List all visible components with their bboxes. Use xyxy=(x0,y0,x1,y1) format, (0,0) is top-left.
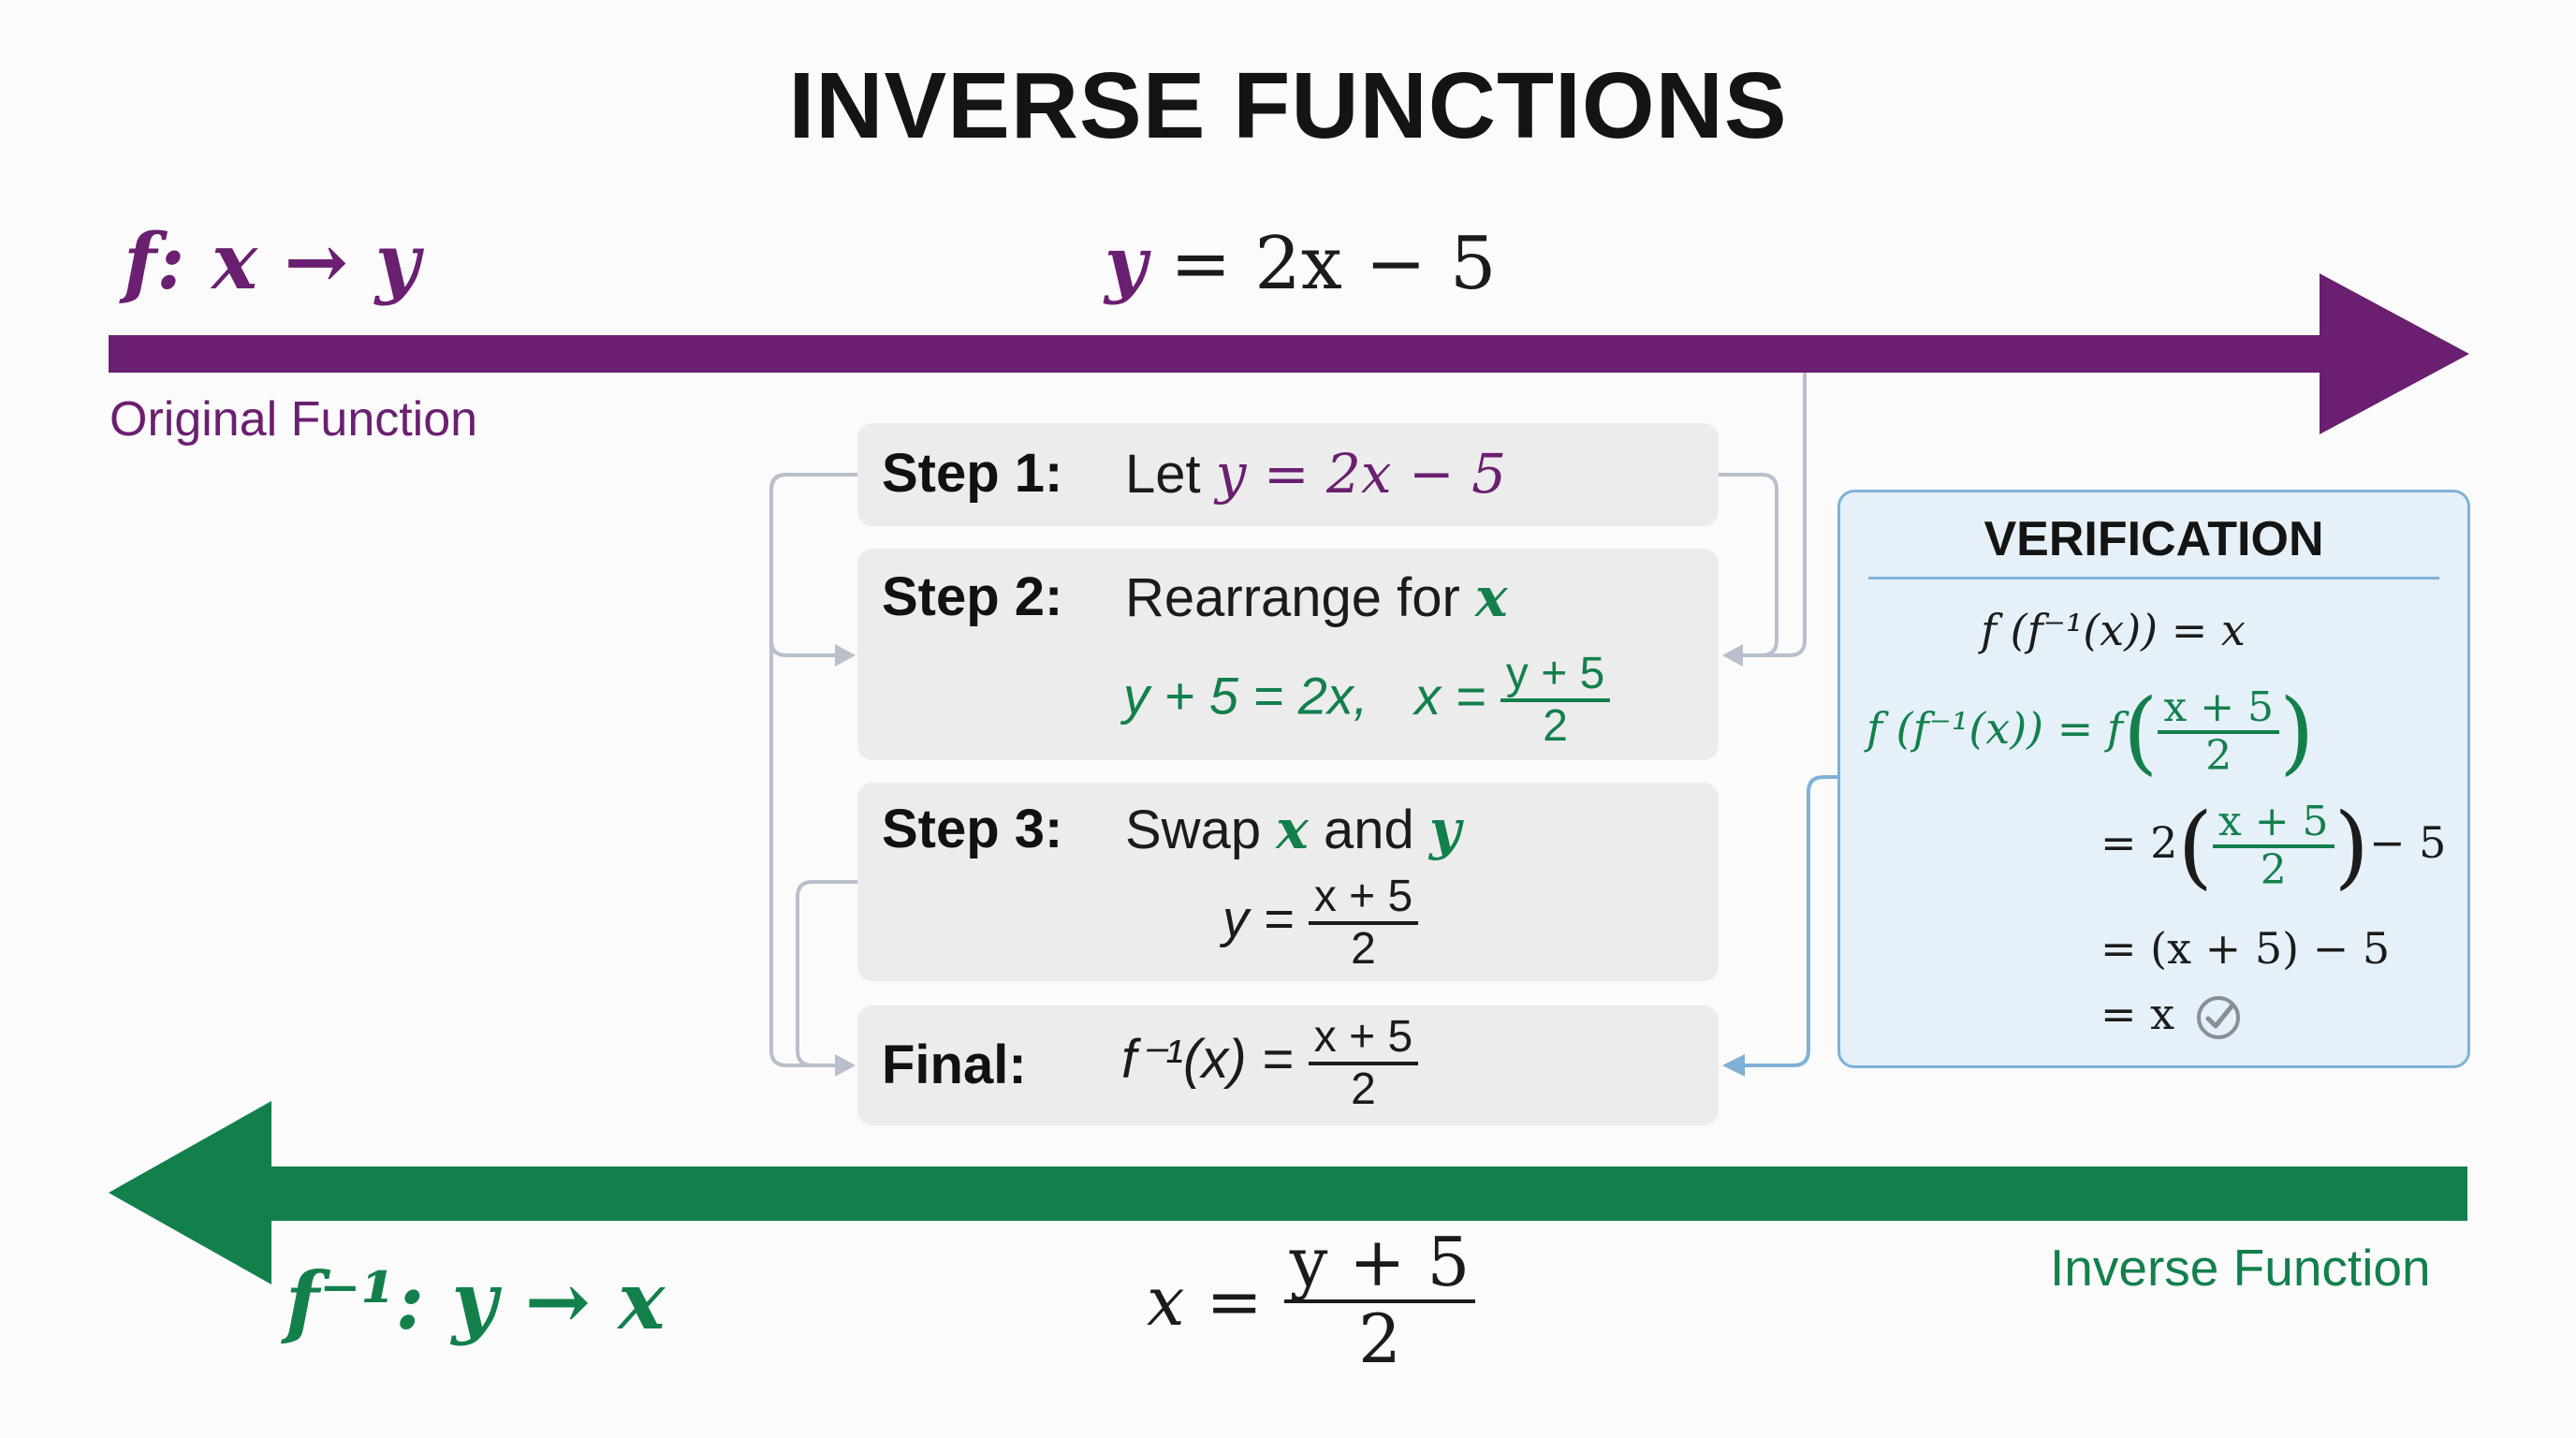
step-2-line2: y + 5 = 2x, x = y + 5 2 xyxy=(1123,650,1611,751)
step-3-label: Step 3: xyxy=(882,799,1063,859)
original-map-rest: : x → y xyxy=(156,217,420,307)
step-3-frac-num: x + 5 xyxy=(1308,873,1419,925)
verification-paren-open: ( xyxy=(2122,680,2159,785)
inverse-frac-num: y + 5 xyxy=(1283,1225,1476,1303)
original-mapping: f: x → y xyxy=(124,217,419,307)
connector-arrowheads xyxy=(835,644,1743,1077)
step-3-fraction: x + 5 2 xyxy=(1308,873,1419,974)
step-2-label: Step 2: xyxy=(882,566,1063,627)
verification-paren-close: ) xyxy=(2279,680,2315,785)
step-1-label: Step 1: xyxy=(882,443,1063,504)
verification-line-3-rhs: − 5 xyxy=(2369,817,2447,868)
verification-paren-open-2: ( xyxy=(2177,794,2213,899)
verification-frac-1-num: x + 5 xyxy=(2158,685,2280,734)
step-3-line2: y = x + 5 2 xyxy=(1222,873,1419,974)
final-fraction: x + 5 2 xyxy=(1308,1013,1419,1114)
verification-divider xyxy=(1868,577,2439,580)
inverse-map-f: f⁻¹ xyxy=(285,1255,396,1347)
step-2-fraction: y + 5 2 xyxy=(1500,650,1611,751)
verification-line-3-lhs: = 2 xyxy=(2100,817,2178,868)
forward-arrow-shaft xyxy=(109,335,2336,373)
verification-frac-1-den: 2 xyxy=(2205,732,2232,780)
final-frac-num: x + 5 xyxy=(1308,1013,1419,1065)
final-formula: f⁻¹(x) = x + 5 2 xyxy=(1121,1013,1419,1114)
final-frac-den: 2 xyxy=(1351,1064,1376,1114)
step-2-var: x xyxy=(1474,565,1508,629)
verification-frac-2-num: x + 5 xyxy=(2212,800,2334,848)
inverse-frac-den: 2 xyxy=(1358,1299,1401,1378)
original-function-label: Original Function xyxy=(110,392,478,447)
verification-line-2-lhs: f (f⁻¹(x)) = f xyxy=(1866,703,2123,754)
step-2-text: Rearrange for x xyxy=(1125,565,1508,629)
step-1-word: Let xyxy=(1125,444,1201,505)
verification-line-5-text: = x xyxy=(2100,989,2175,1039)
verification-panel: VERIFICATION f (f⁻¹(x)) = x f (f⁻¹(x)) =… xyxy=(1837,490,2470,1068)
step-3-box: Step 3: Swap x and y y = x + 5 2 xyxy=(857,783,1719,981)
inverse-arrow-shaft xyxy=(253,1167,2467,1221)
original-equation: y = 2x − 5 xyxy=(1105,221,1496,306)
step-3-var-a: x xyxy=(1276,798,1309,861)
inverse-map-rest: : y → x xyxy=(395,1255,666,1347)
inverse-fraction: y + 5 2 xyxy=(1283,1225,1476,1378)
inverse-eq-lhs: x = xyxy=(1147,1261,1263,1341)
original-eq-rhs: = 2x − 5 xyxy=(1170,222,1497,306)
verification-connector xyxy=(1737,775,1837,1067)
step-1-box: Step 1: Let y = 2x − 5 xyxy=(857,423,1719,526)
verification-line-4: = (x + 5) − 5 xyxy=(2100,923,2391,974)
step-3-var-b: y xyxy=(1428,798,1461,861)
step-3-word-a: Swap xyxy=(1125,800,1262,860)
final-lhs: f⁻¹(x) = xyxy=(1121,1029,1294,1091)
step-3-word-b: and xyxy=(1323,800,1414,860)
step-3-text: Swap x and y xyxy=(1125,798,1461,861)
step-connectors xyxy=(769,373,1807,1067)
forward-arrow-head xyxy=(2320,273,2469,434)
original-eq-var: y xyxy=(1105,221,1148,306)
inverse-function-label: Inverse Function xyxy=(2050,1239,2431,1297)
check-circle-icon xyxy=(2196,996,2240,1039)
step-1-math: y = 2x − 5 xyxy=(1215,442,1506,506)
original-map-f: f xyxy=(124,217,157,307)
step-1-text: Let y = 2x − 5 xyxy=(1125,442,1506,506)
verification-heading: VERIFICATION xyxy=(1983,512,2324,566)
final-label: Final: xyxy=(882,1034,1027,1095)
step-3-line2-lhs: y = xyxy=(1222,888,1295,948)
inverse-arrow-head xyxy=(109,1101,271,1284)
step-2-line2-left: y + 5 = 2x, xyxy=(1123,666,1368,726)
inverse-mapping: f⁻¹: y → x xyxy=(285,1255,665,1347)
page-title: INVERSE FUNCTIONS xyxy=(788,53,1788,158)
step-2-frac-num: y + 5 xyxy=(1500,650,1611,702)
verification-connector-head xyxy=(1722,1054,1745,1077)
final-box: Final: f⁻¹(x) = x + 5 2 xyxy=(857,1005,1719,1125)
verification-line-1: f (f⁻¹(x)) = x xyxy=(1981,605,2246,655)
verification-line-5: = x xyxy=(2100,989,2243,1042)
inverse-equation: x = y + 5 2 xyxy=(1147,1225,1476,1378)
verification-paren-close-2: ) xyxy=(2334,794,2369,899)
step-2-box: Step 2: Rearrange for x y + 5 = 2x, x = … xyxy=(857,549,1719,760)
step-2-line2-lhs: x = xyxy=(1414,666,1486,726)
step-3-frac-den: 2 xyxy=(1351,923,1376,974)
verification-frac-2-den: 2 xyxy=(2260,846,2287,894)
step-2-frac-den: 2 xyxy=(1543,700,1568,751)
step-2-word: Rearrange for xyxy=(1125,567,1460,628)
